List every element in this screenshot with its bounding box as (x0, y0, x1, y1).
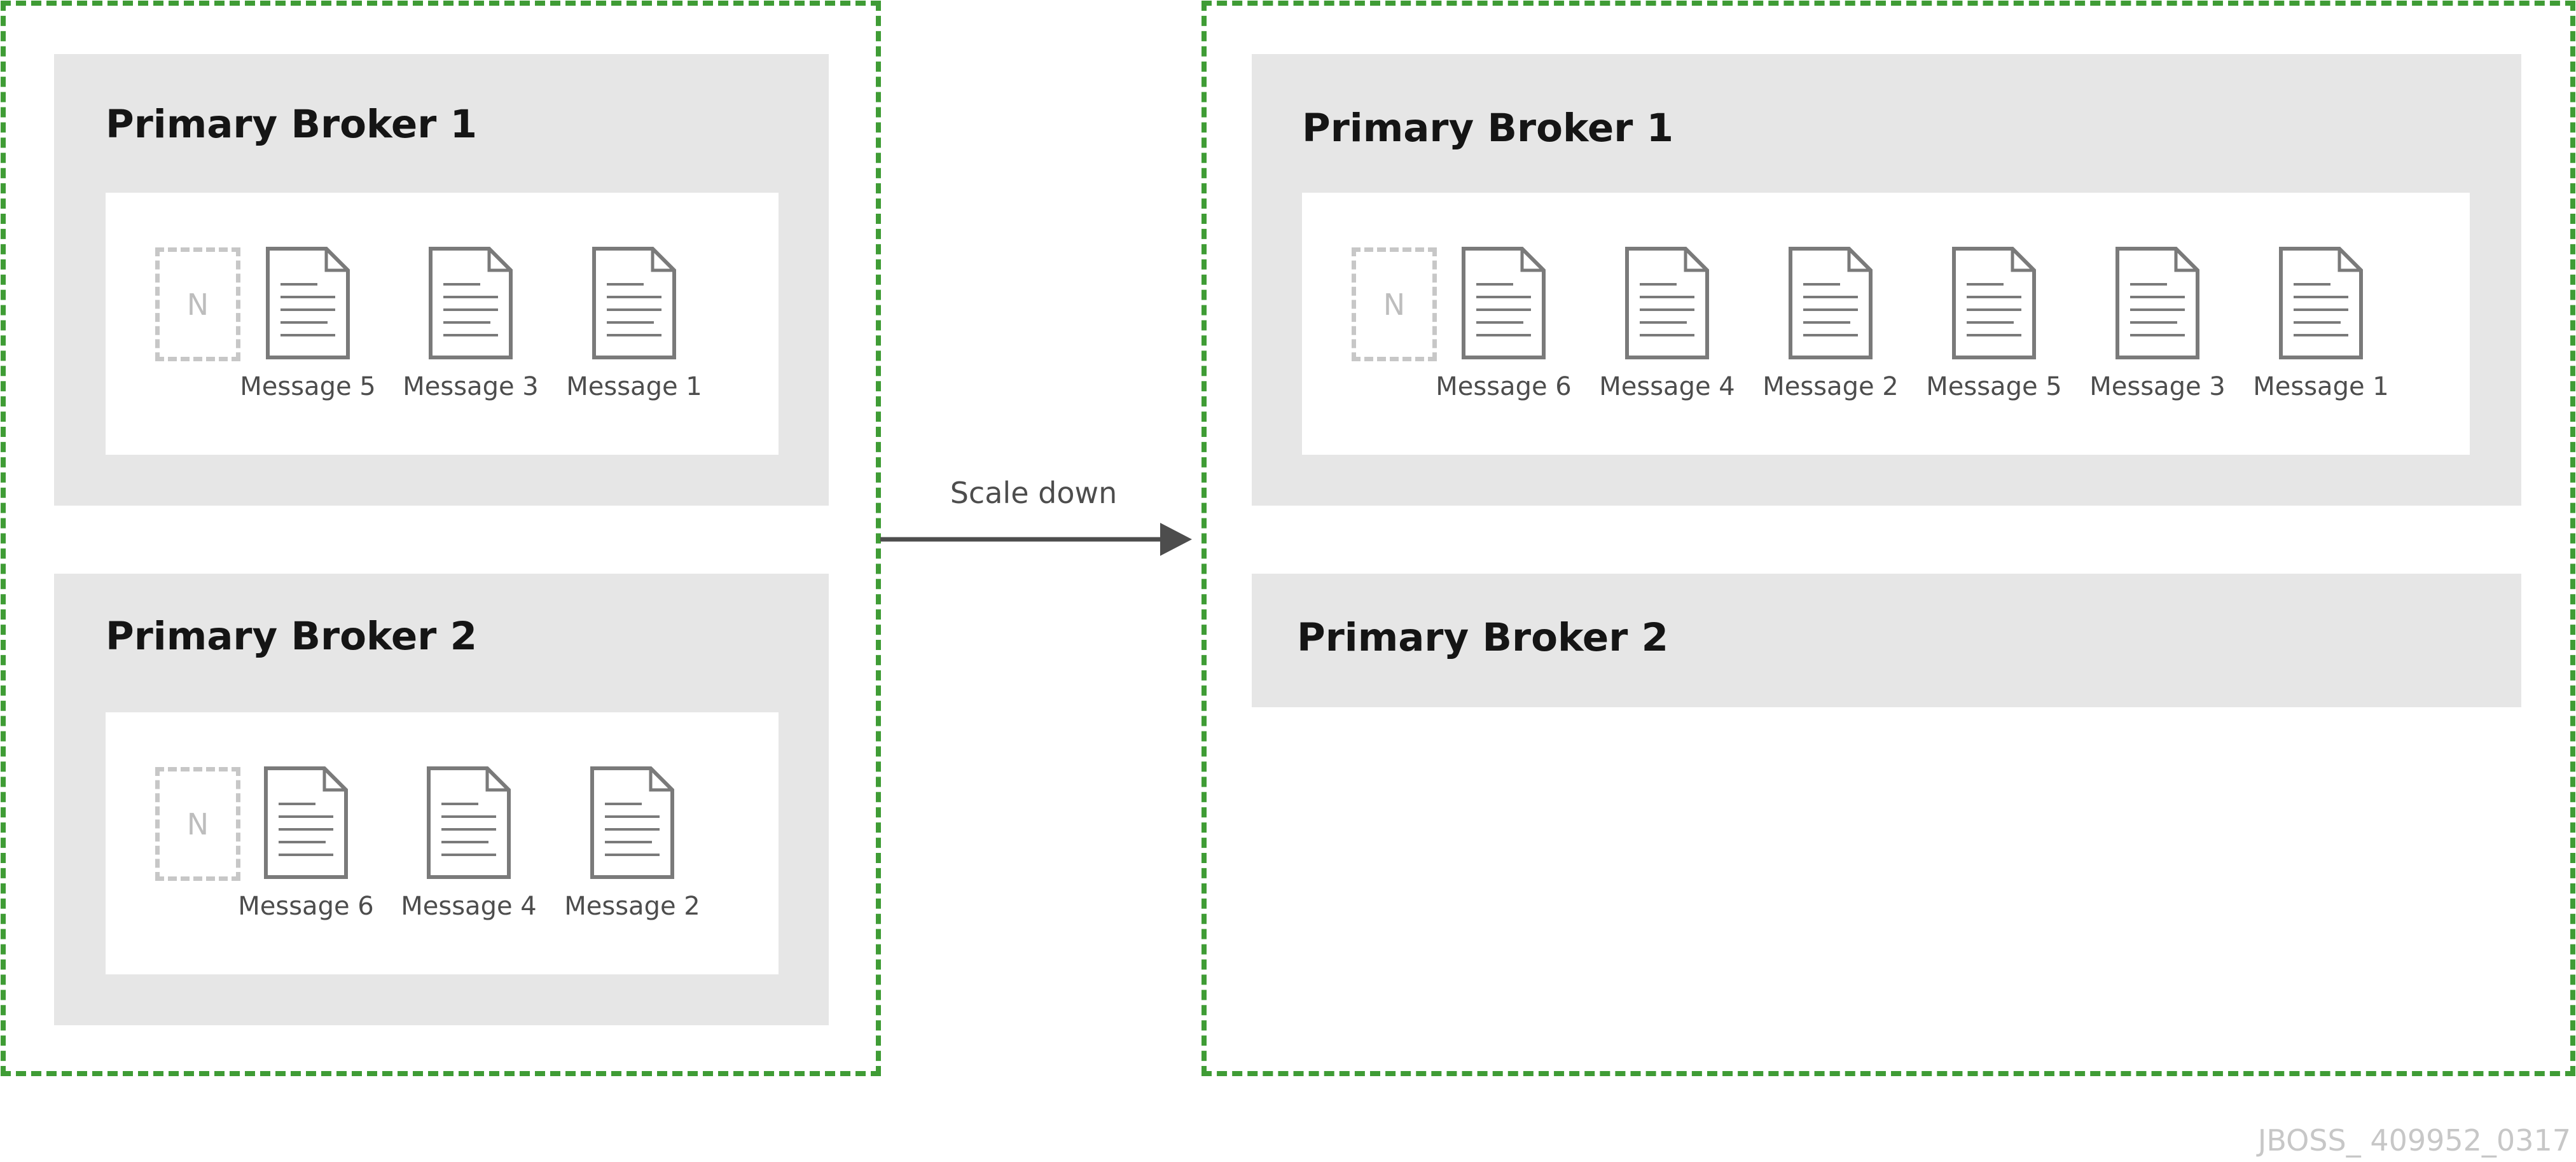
document-icon (2278, 246, 2364, 360)
message-label: Message 3 (403, 372, 539, 401)
document-icon (590, 766, 675, 880)
message-label: Message 5 (240, 372, 376, 401)
figure-id: JBOSS_ 409952_0317 (2257, 1123, 2571, 1158)
message-label: Message 6 (1436, 372, 1572, 401)
message-queue: N Message 5 Message 3 Message 1 (106, 193, 779, 455)
broker-after-primary-1: Primary Broker 1 N Message 6 Message 4 (1252, 54, 2521, 506)
document-icon (426, 766, 511, 880)
broker-before-primary-1: Primary Broker 1 N Message 5 Message 3 (54, 54, 829, 506)
scale-down-label: Scale down (950, 476, 1118, 510)
message-label: Message 6 (238, 892, 374, 921)
message-queue: N Message 6 Message 4 Message 2 (1302, 193, 2470, 455)
cluster-after-scale-down: Primary Broker 1 N Message 6 Message 4 (1201, 1, 2575, 1076)
document-icon (1951, 246, 2037, 360)
new-message-placeholder: N (155, 247, 240, 361)
broker-title: Primary Broker 1 (106, 102, 478, 147)
document-icon (265, 246, 350, 360)
broker-title: Primary Broker 1 (1302, 106, 1674, 151)
broker-before-primary-2: Primary Broker 2 N Message 6 Message 4 (54, 574, 829, 1025)
message-label: Message 1 (566, 372, 702, 401)
message-queue: N Message 6 Message 4 Message 2 (106, 712, 779, 974)
message-label: Message 1 (2253, 372, 2389, 401)
message-label: Message 5 (1926, 372, 2062, 401)
document-icon (263, 766, 349, 880)
arrow-right-icon (880, 520, 1198, 562)
document-icon (1624, 246, 1710, 360)
message-label: Message 4 (401, 892, 537, 921)
document-icon (428, 246, 513, 360)
document-icon (1788, 246, 1873, 360)
document-icon (592, 246, 677, 360)
broker-title: Primary Broker 2 (1297, 615, 1669, 660)
placeholder-label: N (186, 806, 209, 841)
placeholder-label: N (186, 287, 209, 322)
cluster-before-scale-down: Primary Broker 1 N Message 5 Message 3 (1, 1, 881, 1076)
message-label: Message 2 (1762, 372, 1899, 401)
broker-title: Primary Broker 2 (106, 614, 478, 659)
placeholder-label: N (1383, 287, 1406, 322)
message-label: Message 4 (1599, 372, 1735, 401)
message-label: Message 2 (564, 892, 700, 921)
document-icon (1461, 246, 1546, 360)
new-message-placeholder: N (155, 767, 240, 881)
broker-after-primary-2: Primary Broker 2 (1252, 574, 2521, 707)
message-label: Message 3 (2089, 372, 2226, 401)
document-icon (2115, 246, 2200, 360)
new-message-placeholder: N (1352, 247, 1437, 361)
